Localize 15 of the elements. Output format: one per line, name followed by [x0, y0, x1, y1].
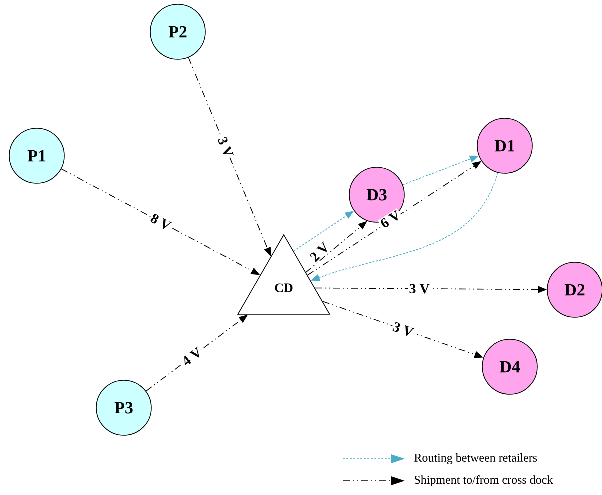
- edge-label: 6 V: [381, 210, 398, 228]
- edge-label: 8 V: [150, 214, 172, 230]
- circle-node: P1: [9, 128, 65, 184]
- circle-node: D4: [482, 339, 538, 395]
- edge-label: 3 V: [410, 284, 430, 294]
- edge-label: 3 V: [218, 136, 234, 156]
- circle-node: P2: [150, 4, 206, 60]
- legend-text: Shipment to/from cross dock: [415, 476, 554, 486]
- edge-label: 2 V: [310, 242, 328, 262]
- circle-node: P3: [96, 380, 152, 436]
- circle-node: D2: [547, 262, 602, 318]
- edge-label: 3 V: [392, 322, 414, 336]
- edge-label: 4 V: [184, 347, 200, 366]
- legend-text: Routing between retailers: [414, 454, 538, 464]
- circle-node: D1: [477, 118, 533, 174]
